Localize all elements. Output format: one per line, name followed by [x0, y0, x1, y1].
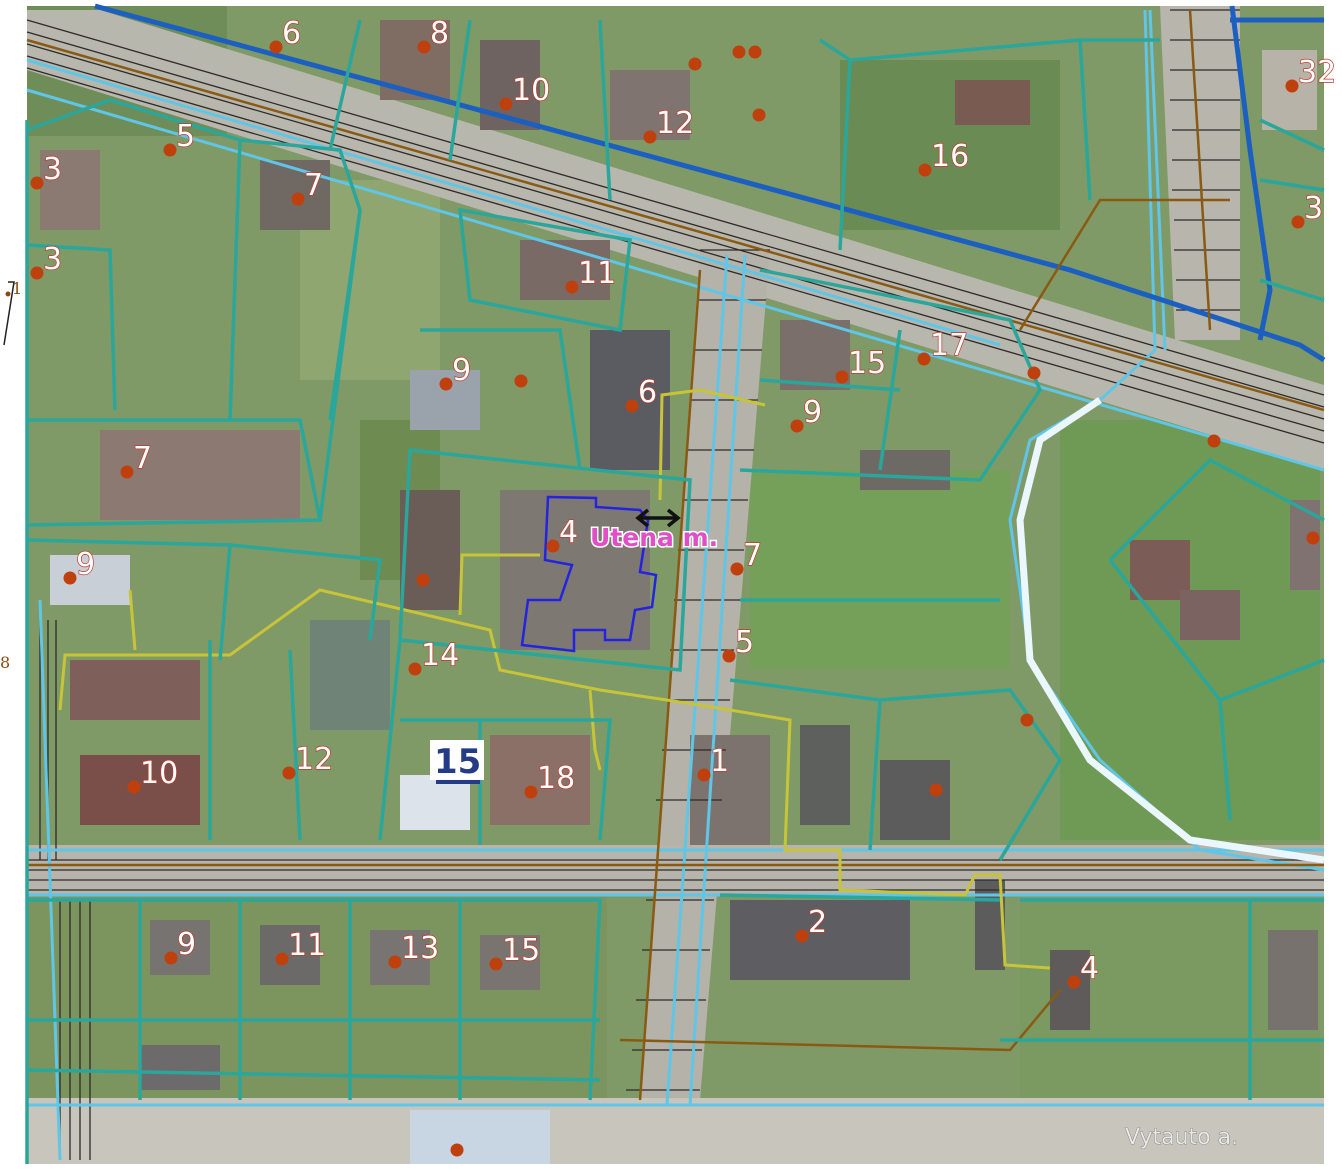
block-number: 15: [434, 742, 481, 782]
house-dot: [127, 780, 141, 794]
house-number-label: 11: [578, 256, 616, 291]
house-dot: [269, 40, 283, 54]
house-number-label: 2: [808, 905, 827, 940]
house-number-label: 16: [931, 139, 969, 174]
house-dot: [30, 176, 44, 190]
house-dot: [688, 57, 702, 71]
house-dot: [565, 280, 579, 294]
house-number-label: 4: [559, 515, 578, 550]
house-dot: [439, 377, 453, 391]
house-dot: [164, 951, 178, 965]
house-dot: [929, 783, 943, 797]
water-lines: [94, 3, 1326, 363]
margin-annotations: 1 8: [0, 279, 22, 672]
house-dot: [918, 163, 932, 177]
house-dot: [643, 130, 657, 144]
house-dot: [450, 1143, 464, 1157]
place-label: Utena m.: [590, 523, 718, 552]
house-number-label: 5: [735, 625, 754, 660]
house-number-label: 1: [710, 744, 729, 779]
house-number-label: 5: [176, 119, 195, 154]
house-dot: [1285, 79, 1299, 93]
house-dot: [1306, 531, 1320, 545]
house-dot: [388, 955, 402, 969]
house-number-label: 7: [133, 441, 152, 476]
house-dot: [30, 266, 44, 280]
house-number-label: 3: [43, 152, 62, 187]
house-dot: [732, 45, 746, 59]
house-dot: [291, 192, 305, 206]
move-arrow-icon[interactable]: [635, 508, 681, 528]
house-dot: [730, 562, 744, 576]
house-dot: [752, 108, 766, 122]
house-number-label: 6: [638, 375, 657, 410]
house-number-label: 4: [1080, 951, 1099, 986]
watercourse: [1016, 397, 1325, 864]
house-number-label: 9: [803, 395, 822, 430]
house-dot: [416, 573, 430, 587]
house-dot: [1027, 366, 1041, 380]
house-dot: [499, 97, 513, 111]
parcel-boundaries: [25, 19, 1325, 1164]
block-number-underline: [436, 780, 480, 784]
house-number-label: 15: [502, 933, 540, 968]
house-number-label: 15: [848, 346, 886, 381]
house-dot: [163, 143, 177, 157]
house-dot: [748, 45, 762, 59]
house-dot: [417, 40, 431, 54]
house-dot: [722, 649, 736, 663]
house-dot: [489, 957, 503, 971]
house-dot: [1067, 975, 1081, 989]
utility-lines: [26, 9, 1325, 1101]
house-number-label: 8: [430, 16, 449, 51]
house-dot: [917, 352, 931, 366]
house-dot: [1207, 434, 1221, 448]
house-dot: [120, 465, 134, 479]
block-number-box: [430, 740, 484, 780]
house-number-label: 3: [43, 242, 62, 277]
house-dot: [514, 374, 528, 388]
house-number-label: 10: [140, 756, 178, 791]
margin-label-bottom: 8: [0, 653, 10, 672]
house-number-label: 11: [288, 928, 326, 963]
house-number-label: 10: [512, 73, 550, 108]
house-number-label: 3: [1304, 191, 1323, 226]
margin-label-top: 1: [12, 279, 22, 298]
house-number-label: 7: [743, 538, 762, 573]
house-dot: [63, 571, 77, 585]
house-dot: [697, 768, 711, 782]
buildings: [40, 20, 1320, 1164]
street-label: Vytauto a.: [1125, 1125, 1238, 1150]
selected-parcel[interactable]: [520, 495, 658, 653]
house-dots: [30, 40, 1320, 1157]
house-dot: [790, 419, 804, 433]
house-number-label: 32: [1298, 55, 1336, 90]
house-number-label: 12: [295, 742, 333, 777]
house-number-label: 9: [452, 353, 471, 388]
house-number-label: 14: [421, 638, 459, 673]
house-dot: [546, 539, 560, 553]
house-number-label: 7: [304, 168, 323, 203]
house-number-label: 13: [401, 931, 439, 966]
house-dot: [1020, 713, 1034, 727]
house-number-label: 17: [930, 328, 968, 363]
house-dot: [275, 952, 289, 966]
house-dot: [408, 662, 422, 676]
house-dot: [524, 785, 538, 799]
house-dot: [1291, 215, 1305, 229]
house-number-label: 6: [282, 16, 301, 51]
road-casings: [26, 9, 1325, 1161]
house-number-label: 12: [656, 106, 694, 141]
house-dot: [282, 766, 296, 780]
house-number-label: 9: [76, 547, 95, 582]
house-number-label: 18: [537, 761, 575, 796]
house-dot: [835, 370, 849, 384]
house-dot: [625, 399, 639, 413]
house-number-label: 9: [177, 927, 196, 962]
house-dot: [795, 929, 809, 943]
yellow-lines: [58, 388, 1051, 970]
